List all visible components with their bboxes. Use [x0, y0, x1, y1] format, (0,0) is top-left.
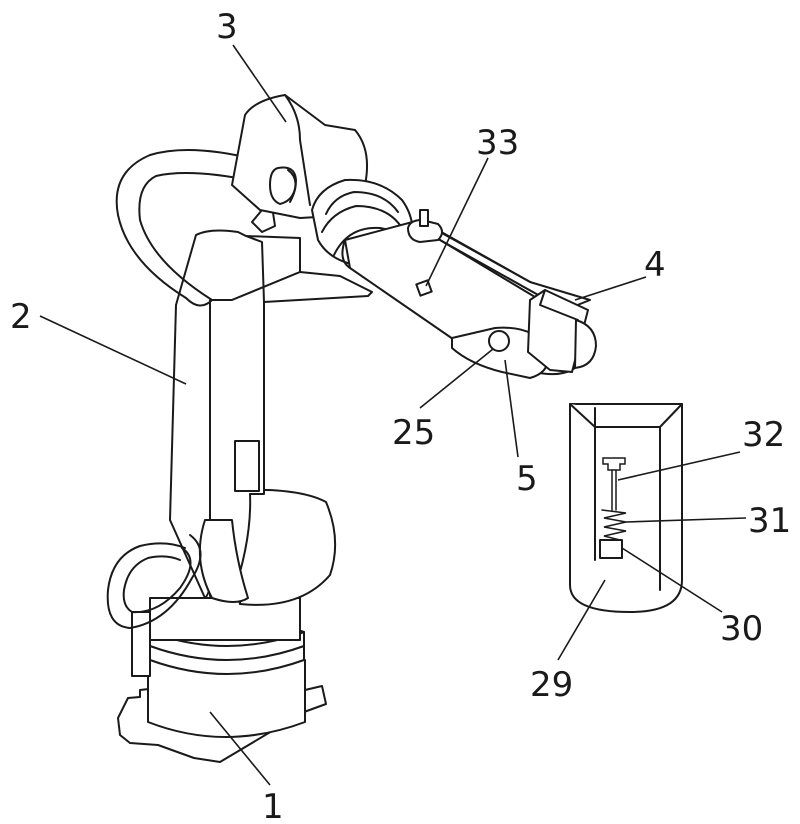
label-block: 30 — [720, 609, 763, 649]
label-base: 1 — [262, 787, 284, 824]
label-pivot: 25 — [392, 413, 435, 453]
block — [600, 540, 622, 558]
label-column: 2 — [10, 297, 32, 337]
label-sensor: 33 — [476, 123, 519, 163]
sensor — [408, 210, 442, 242]
holder — [570, 404, 682, 612]
label-forearm: 5 — [516, 459, 538, 499]
label-shoulder: 3 — [216, 7, 238, 47]
label-clip: 32 — [742, 415, 785, 455]
label-wrist: 4 — [644, 245, 666, 285]
label-spring: 31 — [748, 501, 791, 541]
label-holder: 29 — [530, 665, 573, 705]
